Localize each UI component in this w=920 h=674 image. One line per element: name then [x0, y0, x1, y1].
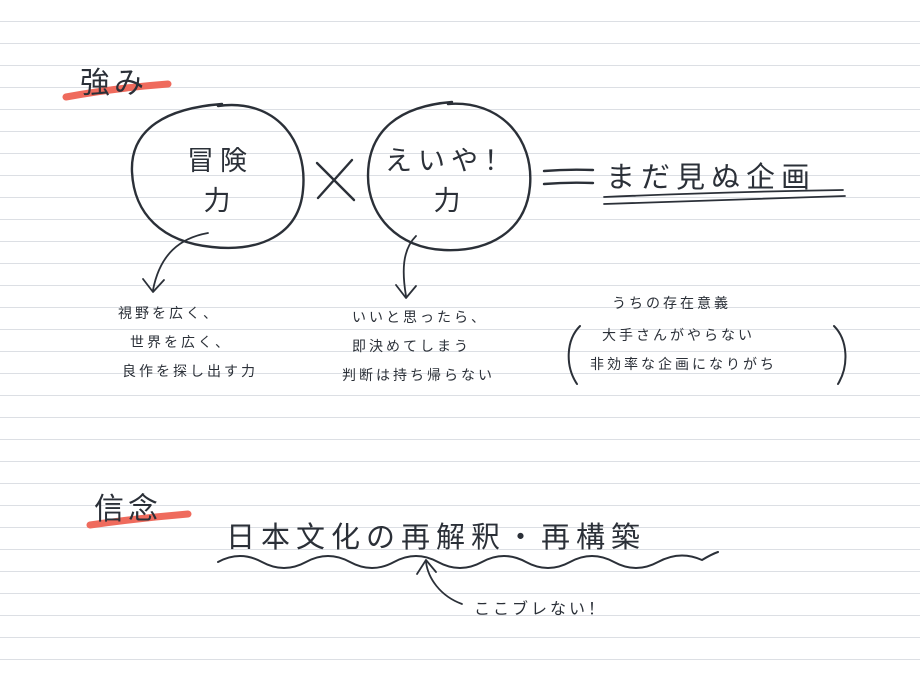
- left-arrow-head: [142, 278, 165, 293]
- belief-highlight-stroke: [86, 510, 192, 529]
- result-text: まだ見ぬ企画: [606, 160, 817, 194]
- note-right-line-2: 非効率な企画になりがち: [590, 357, 777, 373]
- strengths-highlight-stroke: [62, 80, 172, 101]
- note-middle-line-3: 判断は持ち帰らない: [342, 368, 495, 384]
- note-right-line-1: 大手さんがやらない: [602, 328, 755, 344]
- right-paren: [833, 325, 847, 385]
- note-right: 大手さんがやらない 非効率な企画になりがち: [590, 322, 777, 380]
- note-left-line-2: 世界を広く、: [130, 335, 232, 351]
- right-circle-line-2: 力: [433, 186, 467, 217]
- belief-heading: 信念: [94, 492, 162, 527]
- note-middle-line-1: いいと思ったら、: [352, 310, 488, 326]
- times-sign: [315, 158, 356, 202]
- right-arrow: [402, 235, 417, 297]
- note-left: 視野を広く、 世界を広く、 良作を探し出す力: [118, 300, 258, 387]
- belief-note: ここブレない！: [474, 599, 608, 618]
- equals-sign: [542, 168, 595, 186]
- right-arrow-head: [395, 284, 417, 299]
- note-left-line-1: 視野を広く、: [118, 306, 220, 322]
- left-arrow: [152, 232, 209, 291]
- note-middle: いいと思ったら、 即決めてしまう 判断は持ち帰らない: [342, 304, 495, 391]
- right-circle-line-1: えいや！: [385, 146, 517, 177]
- left-circle-label: 冒険 力: [170, 142, 270, 222]
- belief-statement: 日本文化の再解釈・再構築: [226, 520, 647, 554]
- belief-arrow: [425, 561, 463, 605]
- left-circle: [130, 102, 305, 250]
- belief-arrow-head: [416, 559, 437, 575]
- times-symbol: ×: [320, 160, 321, 161]
- strengths-heading: 強み: [80, 66, 148, 101]
- statement-wavy-underline: [217, 551, 719, 569]
- right-circle-label: えいや！ 力: [385, 142, 515, 222]
- left-circle-line-2: 力: [203, 186, 237, 217]
- left-circle-line-1: 冒険: [187, 146, 253, 177]
- note-right-title: うちの存在意義: [612, 296, 731, 312]
- result-underline: [603, 189, 846, 205]
- equals-symbol: ＝: [548, 160, 549, 161]
- left-paren: [567, 325, 581, 385]
- note-left-line-3: 良作を探し出す力: [122, 364, 258, 380]
- right-circle: [366, 100, 532, 252]
- note-middle-line-2: 即決めてしまう: [352, 339, 471, 355]
